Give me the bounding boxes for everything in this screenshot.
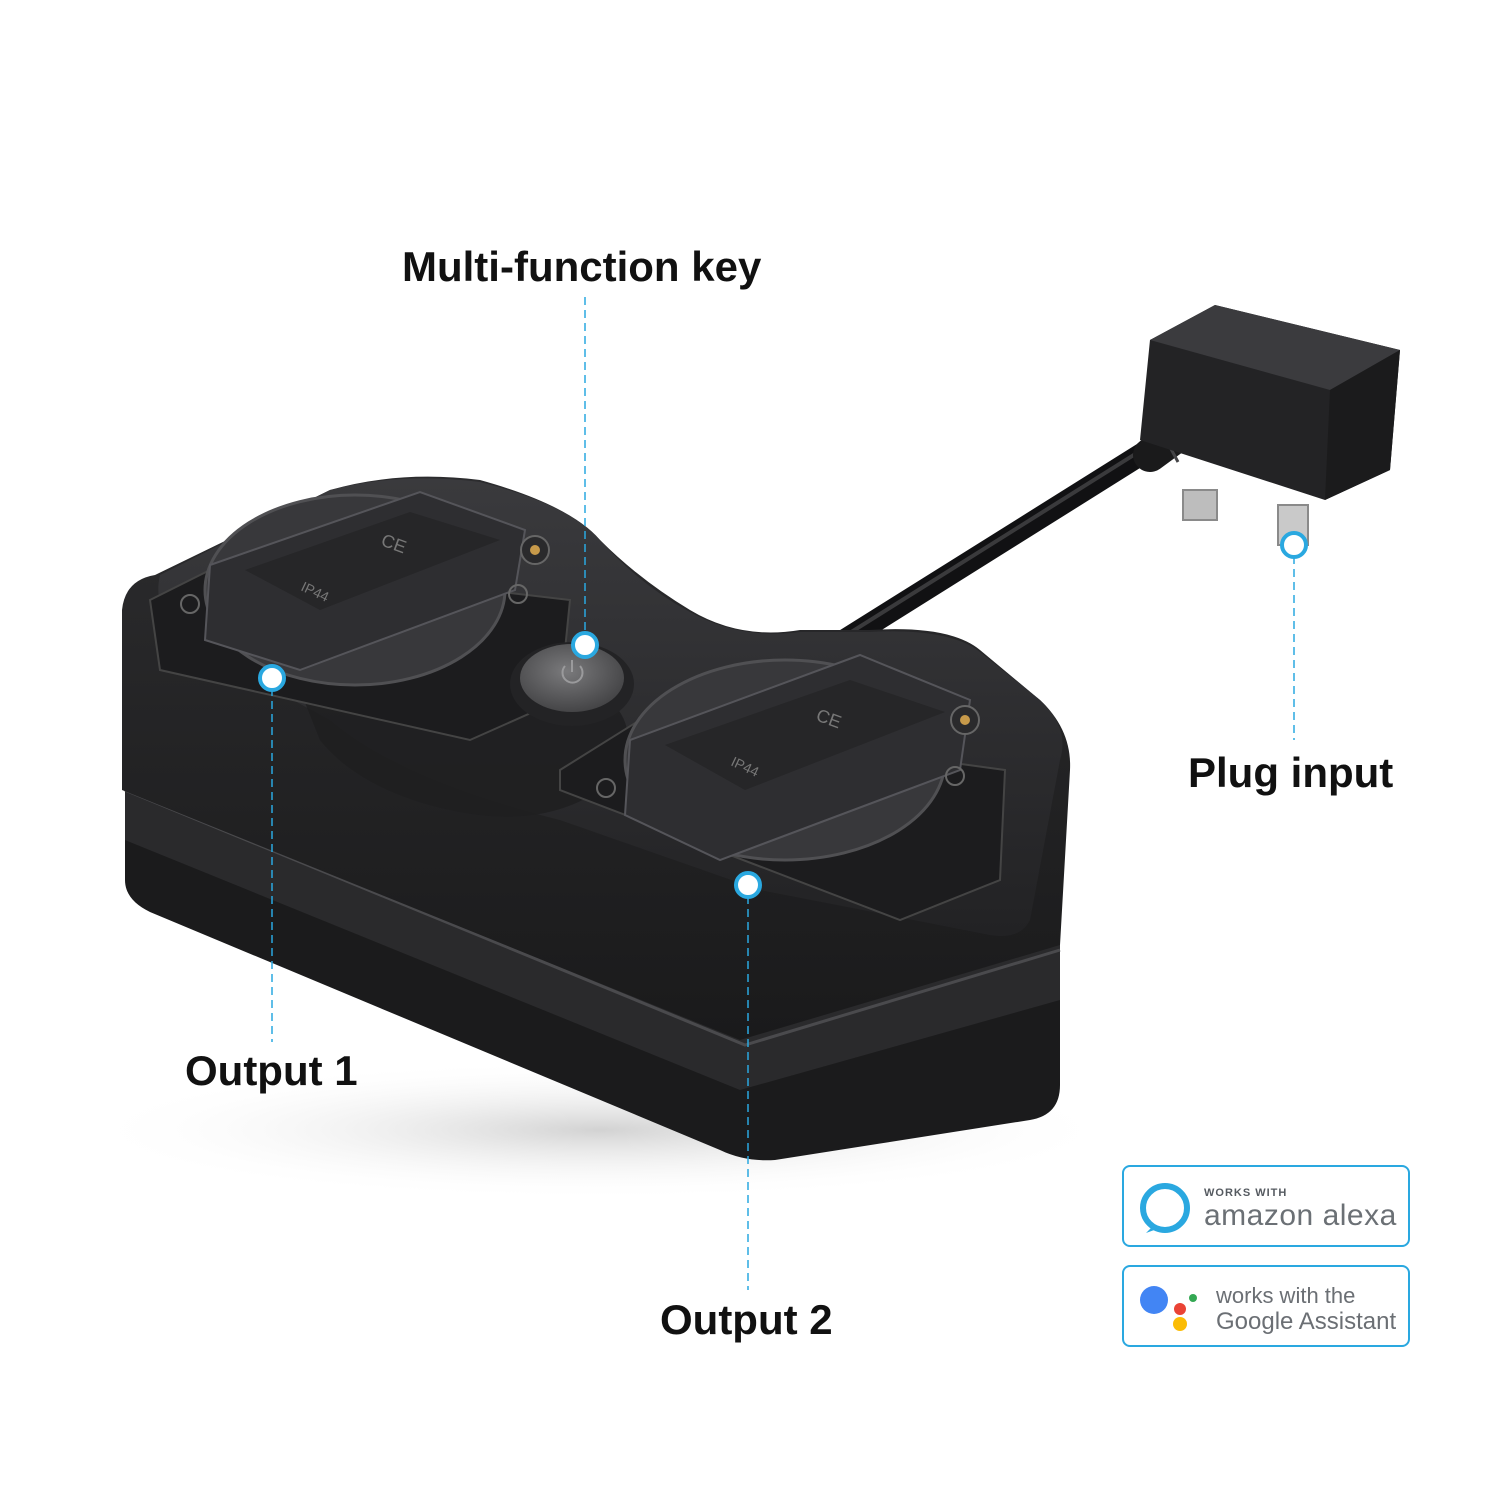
- callout-marker-output-1: [258, 664, 286, 692]
- label-output-2: Output 2: [660, 1296, 833, 1343]
- socket-output-2: IP44 CE: [559, 653, 1007, 922]
- alexa-ring-icon: [1140, 1183, 1190, 1233]
- works-with-google-assistant-badge: works with the Google Assistant: [1122, 1265, 1410, 1347]
- callout-marker-output-2: [734, 871, 762, 899]
- power-icon: [561, 660, 584, 684]
- multi-function-button: [510, 642, 634, 726]
- works-with-alexa-badge: WORKS WITH amazon alexa: [1122, 1165, 1410, 1247]
- label-plug-input: Plug input: [1188, 749, 1394, 796]
- callout-marker-plug: [1280, 531, 1308, 559]
- callout-marker-key: [571, 631, 599, 659]
- label-output-1: Output 1: [185, 1047, 358, 1094]
- socket-output-1: IP44 CE: [148, 490, 572, 742]
- plug-pin: [1182, 489, 1218, 521]
- callout-leaders: [271, 297, 1295, 1290]
- alexa-badge-caption: WORKS WITH: [1204, 1187, 1288, 1199]
- alexa-badge-title: amazon alexa: [1204, 1199, 1397, 1232]
- plug-head: [1140, 305, 1400, 546]
- google-badge-line-1: works with the: [1216, 1283, 1356, 1308]
- label-multi-function-key: Multi-function key: [402, 243, 762, 290]
- google-badge-line-2: Google Assistant: [1216, 1308, 1397, 1335]
- google-assistant-dots-icon: [1140, 1286, 1197, 1331]
